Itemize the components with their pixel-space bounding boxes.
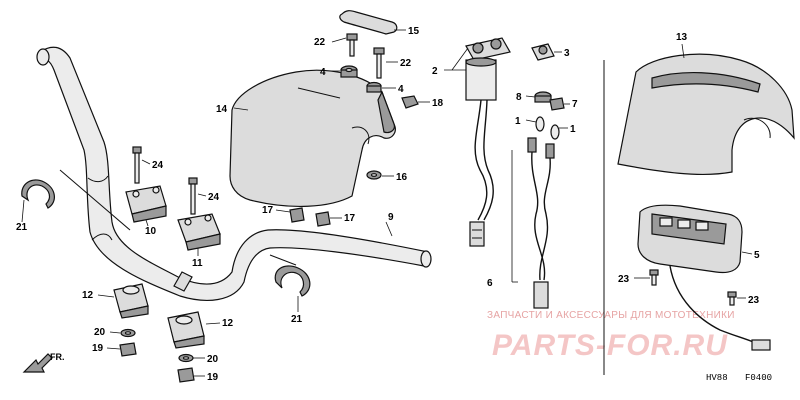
bulb-1-right <box>550 124 568 140</box>
nut-19-right <box>177 367 205 383</box>
callout-15: 15 <box>408 26 420 37</box>
watermark-brand: PARTS-FOR.RU <box>492 329 728 362</box>
nut-17-right <box>315 211 342 227</box>
callout-line-9 <box>385 221 393 237</box>
grommet-16 <box>366 170 394 180</box>
callout-5: 5 <box>754 250 760 261</box>
upper-holder-10 <box>125 185 167 227</box>
callout-24-left: 24 <box>152 160 164 171</box>
socket-wire-harness <box>469 99 494 247</box>
nut-19-left <box>106 342 137 357</box>
grommet-8 <box>525 91 552 103</box>
bulb-1-left <box>525 116 545 132</box>
washer-20-right <box>178 353 205 363</box>
callout-21-left: 21 <box>16 222 28 233</box>
model-code: HV88 <box>706 373 728 383</box>
handlebar-pipe <box>36 46 432 301</box>
callout-10: 10 <box>145 226 157 237</box>
front-direction-label: FR. <box>50 352 65 362</box>
clip-nut-18 <box>401 95 430 109</box>
lower-holder-12-right <box>167 311 221 349</box>
callout-8: 8 <box>516 92 522 103</box>
handlebar-cover-13 <box>617 43 795 176</box>
callout-17-left: 17 <box>262 205 274 216</box>
grommet-4-left <box>330 65 358 78</box>
callout-11: 11 <box>192 258 203 269</box>
callout-9: 9 <box>388 212 394 223</box>
cover-plate-15 <box>339 10 406 35</box>
callout-21-right: 21 <box>291 314 303 325</box>
callout-19-right: 19 <box>207 372 219 383</box>
indicator-unit-5 <box>637 204 771 351</box>
callout-6: 6 <box>487 278 493 289</box>
screw-23-left <box>634 269 659 286</box>
callout-23-right: 23 <box>748 295 760 306</box>
watermark-tagline: ЗАПЧАСТИ И АКСЕССУАРЫ ДЛЯ МОТОТЕХНИКИ <box>487 310 735 321</box>
callout-14: 14 <box>216 104 228 115</box>
callout-12-left: 12 <box>82 290 94 301</box>
callout-12-right: 12 <box>222 318 234 329</box>
callout-1-left: 1 <box>515 116 521 127</box>
callout-23-left: 23 <box>618 274 630 285</box>
screw-23-right <box>727 291 746 306</box>
callout-4-left: 4 <box>320 67 326 78</box>
callout-22-left: 22 <box>314 37 326 48</box>
callout-20-left: 20 <box>94 327 106 338</box>
handlebar-cover-14 <box>229 69 396 207</box>
nut-17-left <box>275 207 305 223</box>
upper-holder-11 <box>177 213 221 256</box>
holder-bolt-24-left <box>132 146 151 184</box>
front-direction-arrow <box>22 353 53 373</box>
grommet-4-right <box>366 81 396 93</box>
callout-22-right: 22 <box>400 58 412 69</box>
holder-bolt-24-right <box>188 177 207 215</box>
callout-4-right: 4 <box>398 84 404 95</box>
lower-holder-12-left <box>97 283 149 319</box>
callout-1-right: 1 <box>570 124 576 135</box>
socket-assembly-2 <box>444 37 511 101</box>
screw-22-right <box>373 47 398 79</box>
callout-13: 13 <box>676 32 688 43</box>
nut-7 <box>549 97 570 111</box>
washer-20-left <box>109 328 136 338</box>
bulb-socket-3 <box>531 43 562 61</box>
callout-3: 3 <box>564 48 570 59</box>
screw-22-left <box>331 33 358 57</box>
callout-20-right: 20 <box>207 354 219 365</box>
callout-17-right: 17 <box>344 213 356 224</box>
indicator-wire-harness-6 <box>511 137 555 309</box>
callout-2: 2 <box>432 66 438 77</box>
figure-code: F0400 <box>745 373 772 383</box>
callout-19-left: 19 <box>92 343 104 354</box>
handlebar-clip-right <box>274 265 311 312</box>
handlebar-clip-left <box>21 179 55 223</box>
callout-7: 7 <box>572 99 578 110</box>
callout-24-right: 24 <box>208 192 220 203</box>
callout-18: 18 <box>432 98 444 109</box>
callout-16: 16 <box>396 172 408 183</box>
